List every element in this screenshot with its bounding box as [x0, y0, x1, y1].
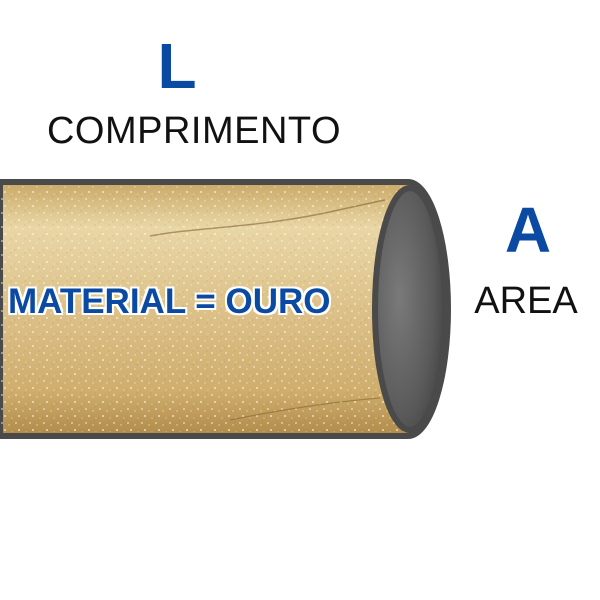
rod-texture: [0, 186, 444, 432]
rod-crack-line: [149, 199, 386, 237]
material-label: MATERIAL = OURO: [8, 282, 331, 321]
length-symbol: L: [157, 30, 197, 102]
rod-crack-line: [229, 397, 381, 421]
area-symbol: A: [504, 194, 552, 266]
area-label: AREA: [474, 280, 578, 322]
length-label: COMPRIMENTO: [46, 110, 342, 152]
rod-end-face: [372, 185, 448, 433]
